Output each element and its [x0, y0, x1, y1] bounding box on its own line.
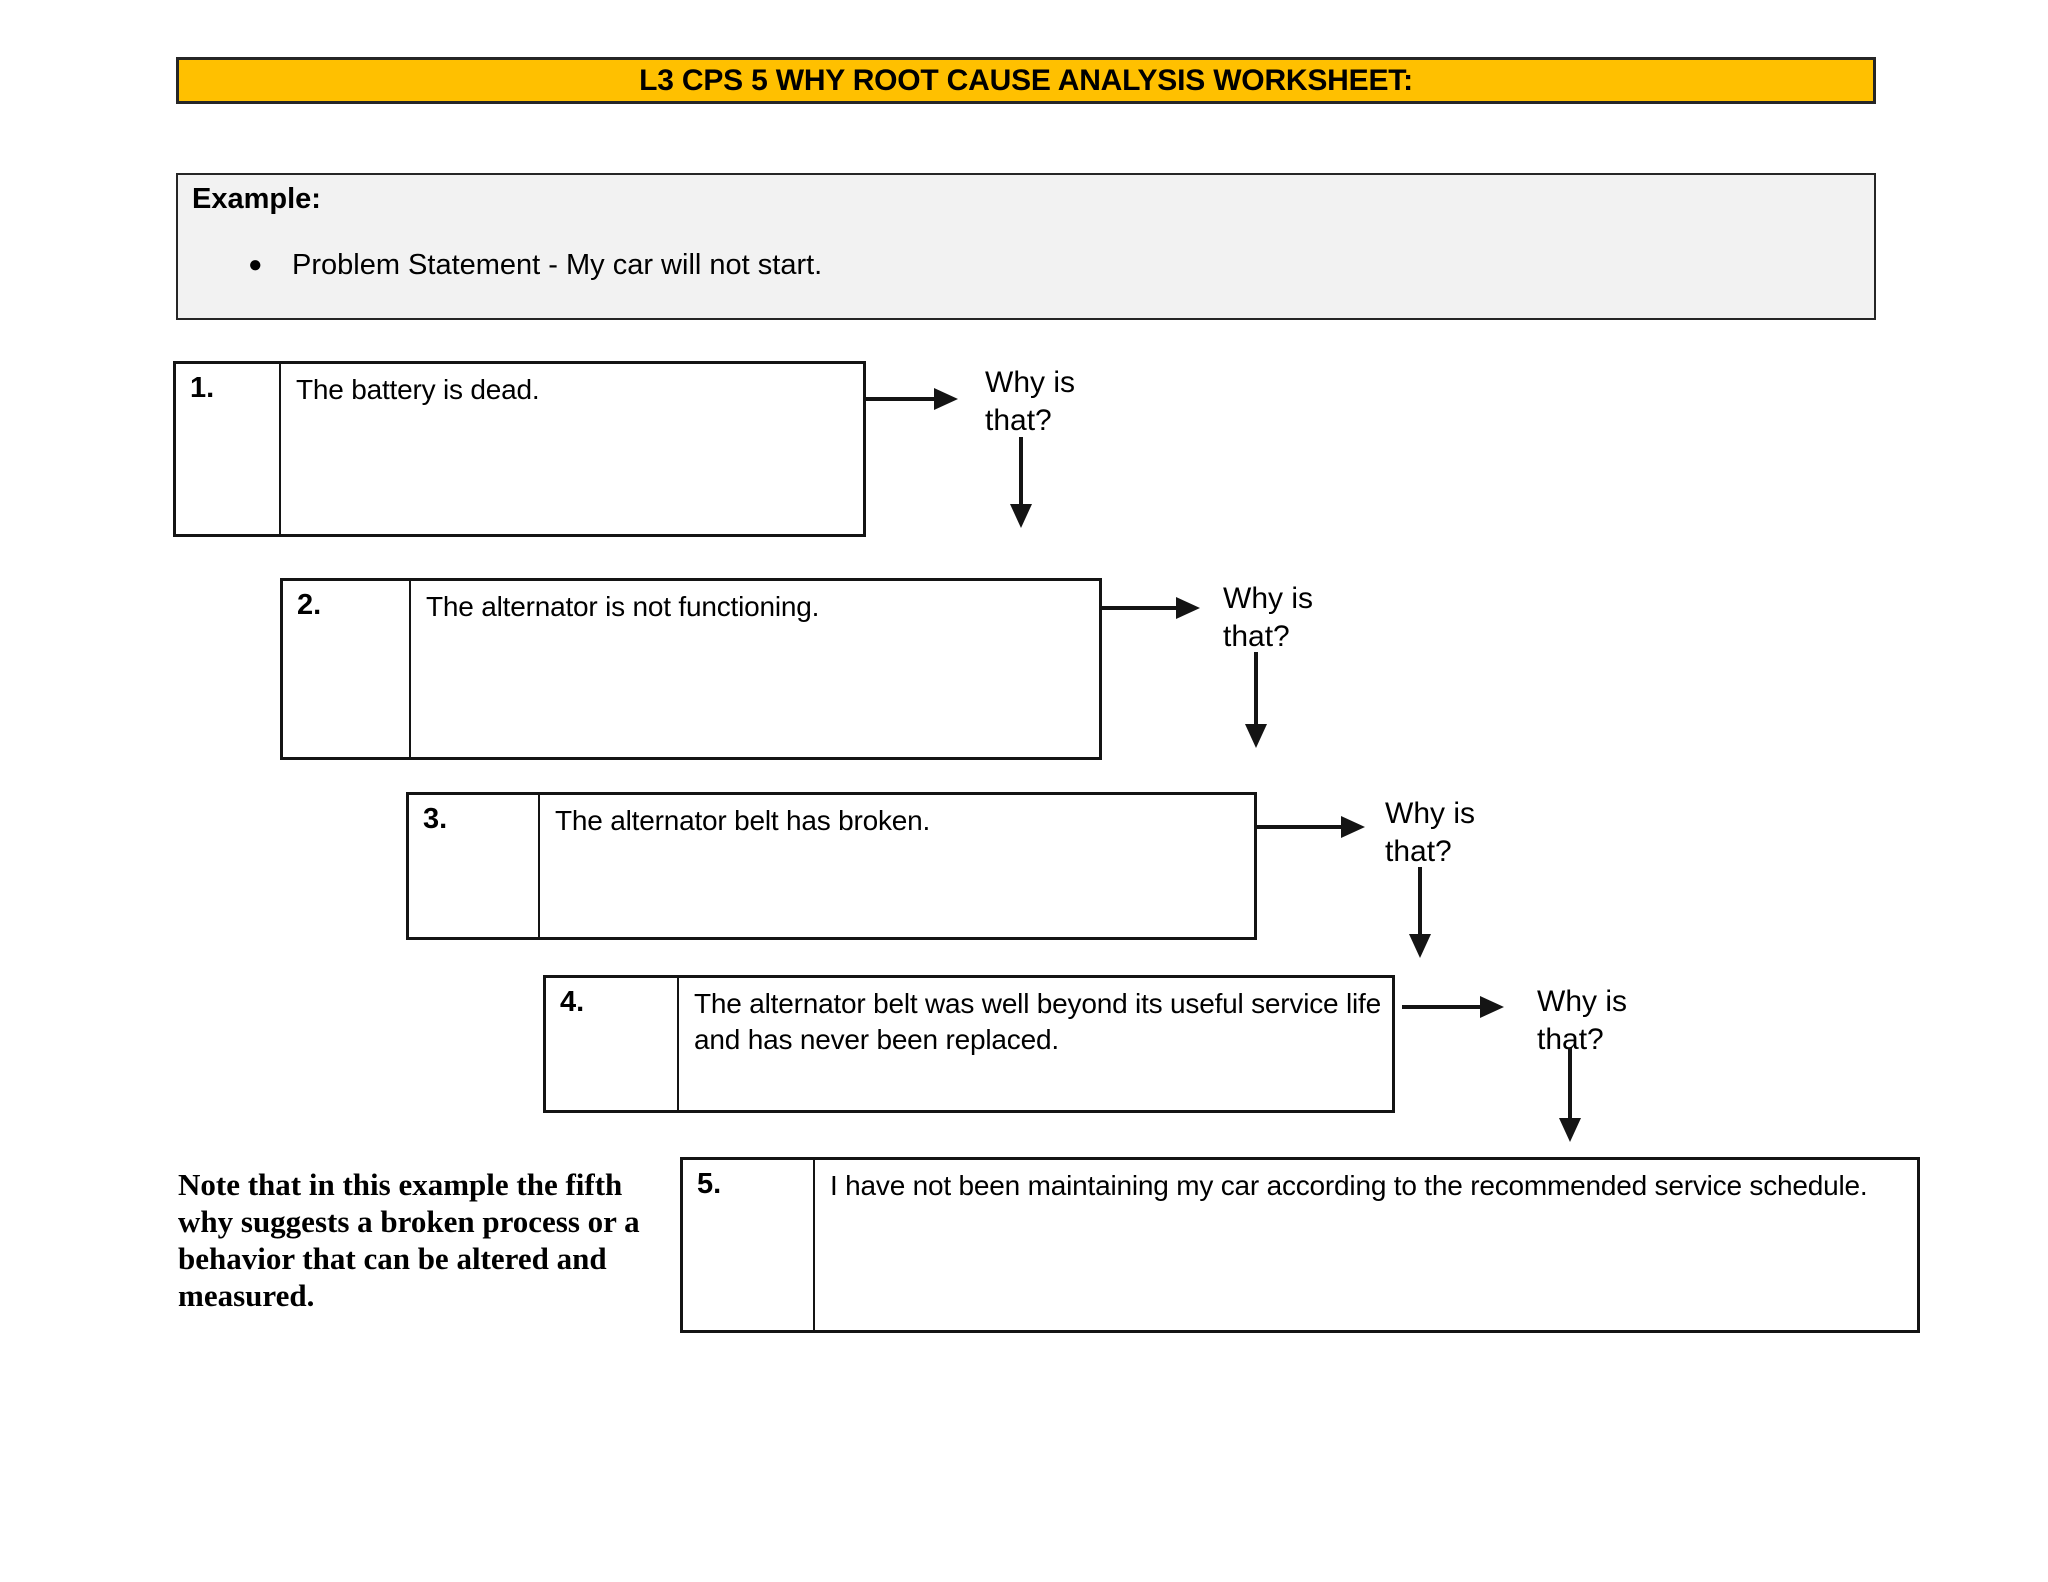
arrow-down-2 — [1245, 652, 1267, 748]
arrow-line — [1257, 825, 1345, 829]
step-1-number: 1. — [176, 364, 281, 534]
why-prompt-line: that? — [1385, 835, 1452, 868]
step-4-text: The alternator belt was well beyond its … — [679, 978, 1392, 1110]
why-prompt-3: Why is that? — [1385, 795, 1475, 871]
why-prompt-4: Why is that? — [1537, 983, 1627, 1059]
problem-statement: Problem Statement - My car will not star… — [292, 249, 823, 281]
arrow-head-icon — [1245, 724, 1267, 748]
arrow-right-3 — [1257, 816, 1365, 838]
arrow-line — [866, 397, 938, 401]
page-title: L3 CPS 5 WHY ROOT CAUSE ANALYSIS WORKSHE… — [639, 63, 1413, 97]
arrow-down-4 — [1559, 1048, 1581, 1142]
why-step-5-box: 5. I have not been maintaining my car ac… — [680, 1157, 1920, 1333]
step-5-text: I have not been maintaining my car accor… — [815, 1160, 1917, 1330]
arrow-head-icon — [1480, 996, 1504, 1018]
why-prompt-line: that? — [1223, 620, 1290, 653]
arrow-head-icon — [1176, 597, 1200, 619]
why-step-1-box: 1. The battery is dead. — [173, 361, 866, 537]
step-text-line: The alternator belt was well beyond its … — [694, 988, 1381, 1019]
arrow-right-4 — [1402, 996, 1504, 1018]
arrow-line — [1019, 437, 1023, 508]
step-2-number: 2. — [283, 581, 411, 757]
note-line: measured. — [178, 1278, 315, 1313]
bullet-icon: ● — [248, 251, 263, 278]
why-prompt-line: Why is — [985, 366, 1075, 399]
step-2-text: The alternator is not functioning. — [411, 581, 1099, 757]
why-prompt-2: Why is that? — [1223, 580, 1313, 656]
why-prompt-line: Why is — [1385, 797, 1475, 830]
arrow-line — [1254, 652, 1258, 728]
why-prompt-line: Why is — [1537, 985, 1627, 1018]
arrow-line — [1402, 1005, 1484, 1009]
why-step-3-box: 3. The alternator belt has broken. — [406, 792, 1257, 940]
why-step-4-box: 4. The alternator belt was well beyond i… — [543, 975, 1395, 1113]
arrow-head-icon — [1409, 934, 1431, 958]
note-line: Note that in this example the fifth — [178, 1167, 623, 1202]
step-text-line: I have not been maintaining my car accor… — [830, 1170, 1868, 1201]
arrow-down-1 — [1010, 437, 1032, 528]
example-box: Example: ● Problem Statement - My car wil… — [176, 173, 1876, 320]
arrow-line — [1568, 1048, 1572, 1122]
arrow-right-1 — [866, 388, 958, 410]
note-text: Note that in this example the fifth why … — [178, 1166, 718, 1314]
step-5-number: 5. — [683, 1160, 815, 1330]
why-prompt-line: that? — [1537, 1023, 1604, 1056]
arrow-line — [1102, 606, 1180, 610]
why-prompt-1: Why is that? — [985, 364, 1075, 440]
step-1-text: The battery is dead. — [281, 364, 863, 534]
arrow-head-icon — [1559, 1118, 1581, 1142]
why-step-2-box: 2. The alternator is not functioning. — [280, 578, 1102, 760]
arrow-down-3 — [1409, 867, 1431, 958]
step-3-number: 3. — [409, 795, 540, 937]
note-line: why suggests a broken process or a — [178, 1204, 640, 1239]
arrow-head-icon — [1010, 504, 1032, 528]
title-banner: L3 CPS 5 WHY ROOT CAUSE ANALYSIS WORKSHE… — [176, 57, 1876, 104]
arrow-right-2 — [1102, 597, 1200, 619]
arrow-head-icon — [934, 388, 958, 410]
arrow-head-icon — [1341, 816, 1365, 838]
step-3-text: The alternator belt has broken. — [540, 795, 1254, 937]
why-prompt-line: that? — [985, 404, 1052, 437]
example-bullet-row: ● Problem Statement - My car will not sta… — [248, 249, 822, 282]
step-text-line: The battery is dead. — [296, 374, 540, 405]
step-text-line: The alternator is not functioning. — [426, 591, 820, 622]
step-text-line: The alternator belt has broken. — [555, 805, 931, 836]
step-4-number: 4. — [546, 978, 679, 1110]
arrow-line — [1418, 867, 1422, 938]
note-line: behavior that can be altered and — [178, 1241, 607, 1276]
example-heading: Example: — [192, 183, 321, 215]
why-prompt-line: Why is — [1223, 582, 1313, 615]
step-text-line: and has never been replaced. — [694, 1024, 1059, 1055]
